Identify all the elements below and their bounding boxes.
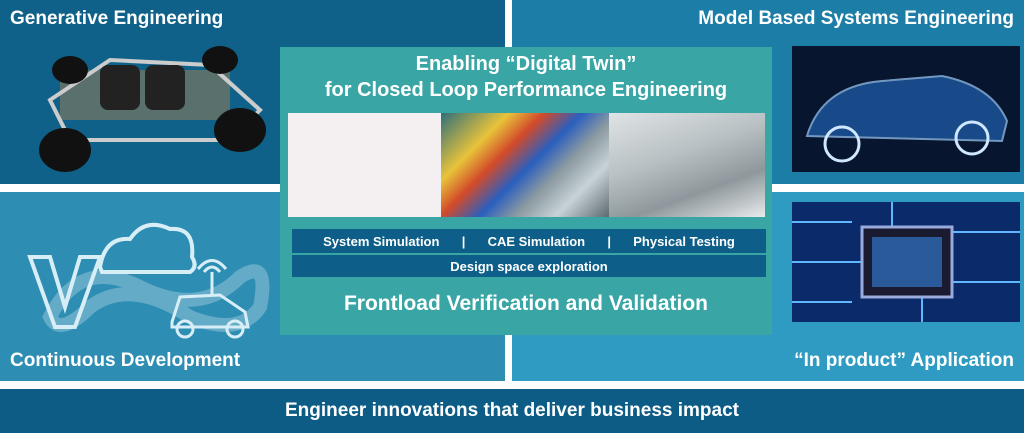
chip-circuit-image [792,202,1020,322]
panel-title: Continuous Development [10,350,241,371]
physical-testing-image [609,113,765,217]
buggy-chassis-image [39,46,266,172]
separator: | [607,233,611,249]
car-xray-image [792,46,1020,172]
center-title: Enabling “Digital Twin” for Closed Loop … [280,51,772,103]
v-cycle-cloud-car-icon [27,222,270,339]
panel-title: “In product” Application [794,350,1014,371]
digital-twin-panel: Enabling “Digital Twin” for Closed Loop … [280,47,772,335]
separator: | [461,233,466,249]
title-line-1: Enabling “Digital Twin” [415,53,637,75]
panel-title: Generative Engineering [10,8,224,29]
center-footer: Frontload Verification and Validation [343,292,709,315]
panel-title: Model Based Systems Engineering [698,8,1014,29]
method-cae-simulation: CAE Simulation [487,233,586,249]
cae-simulation-image [441,113,609,217]
system-simulation-image [288,113,441,217]
title-line-2: for Closed Loop Performance Engineering [324,79,728,101]
design-space-bar: Design space exploration [292,255,766,277]
bottom-banner: Engineer innovations that deliver busine… [0,389,1024,433]
method-system-simulation: System Simulation [323,233,440,249]
method-physical-testing: Physical Testing [633,233,735,249]
methods-bar: System Simulation | CAE Simulation | Phy… [292,229,766,253]
